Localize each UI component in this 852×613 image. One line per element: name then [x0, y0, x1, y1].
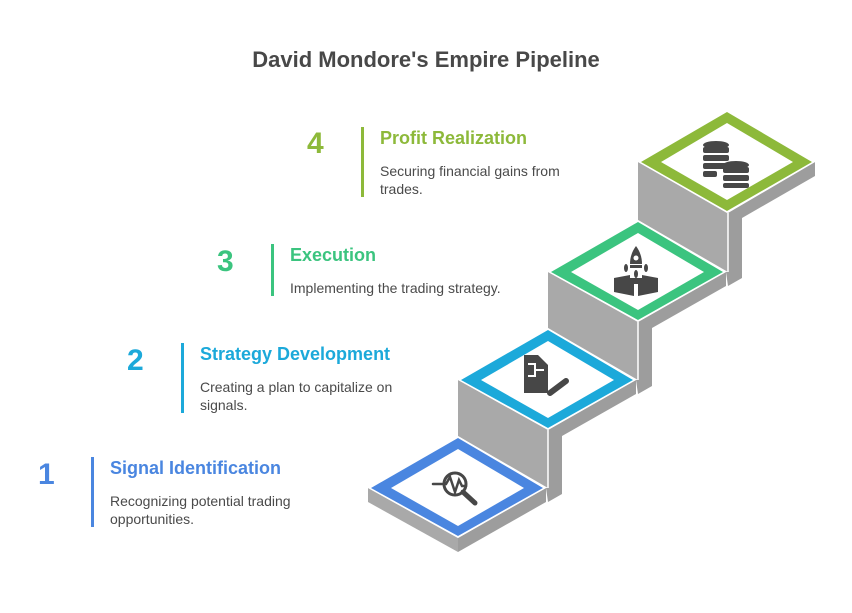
step-heading: Profit Realization: [380, 128, 528, 148]
step-number: 2: [127, 344, 144, 377]
magnifier-pulse-icon: [431, 471, 478, 506]
step-number: 3: [217, 245, 234, 278]
step-description: Recognizing potential trading opportunit…: [110, 493, 291, 527]
rocket-launch-icon: [614, 246, 658, 296]
step-heading: Signal Identification: [110, 458, 282, 478]
step-divider: [361, 127, 364, 197]
step-description: Securing financial gains from trades.: [380, 163, 560, 197]
step-description: Implementing the trading strategy.: [290, 280, 501, 296]
step-4-platform: [638, 110, 815, 213]
step-divider: [181, 343, 184, 413]
step-heading: Strategy Development: [200, 344, 391, 364]
coin-stacks-icon: [703, 141, 749, 188]
page-title: David Mondore's Empire Pipeline: [252, 47, 600, 72]
document-edit-icon: [524, 355, 569, 396]
step-number: 4: [307, 127, 324, 160]
step-description: Creating a plan to capitalize on signals…: [200, 379, 393, 413]
step-heading: Execution: [290, 245, 377, 265]
step-divider: [271, 244, 274, 296]
step-number: 1: [38, 458, 55, 491]
step-divider: [91, 457, 94, 527]
